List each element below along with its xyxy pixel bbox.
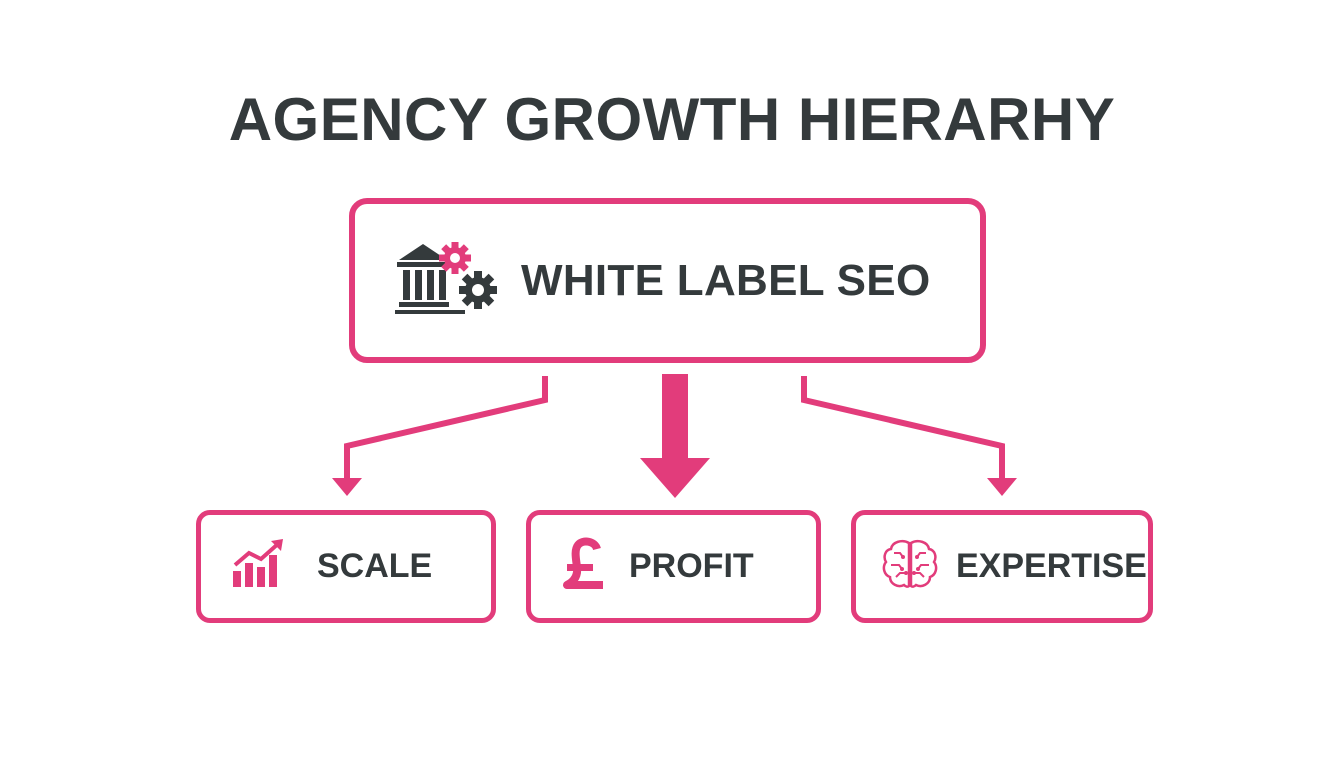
child-node-scale: SCALE — [196, 510, 496, 623]
brain-circuit-icon — [882, 539, 938, 594]
diagram-title: AGENCY GROWTH HIERARHY — [228, 86, 1116, 153]
child-node-label: PROFIT — [629, 547, 754, 585]
bank-gears-icon — [395, 236, 499, 325]
root-node-white-label-seo: WHITE LABEL SEO — [349, 198, 986, 363]
child-node-expertise: EXPERTISE — [851, 510, 1153, 623]
child-node-label: SCALE — [317, 547, 433, 585]
child-node-label: EXPERTISE — [956, 547, 1147, 585]
arrow-to-profit — [640, 374, 710, 498]
arrow-to-scale — [332, 376, 548, 496]
arrow-to-expertise — [801, 376, 1017, 496]
root-node-label: WHITE LABEL SEO — [521, 255, 931, 305]
pound-sign-icon — [561, 537, 609, 596]
bar-chart-growth-icon — [231, 539, 289, 594]
child-node-profit: PROFIT — [526, 510, 821, 623]
